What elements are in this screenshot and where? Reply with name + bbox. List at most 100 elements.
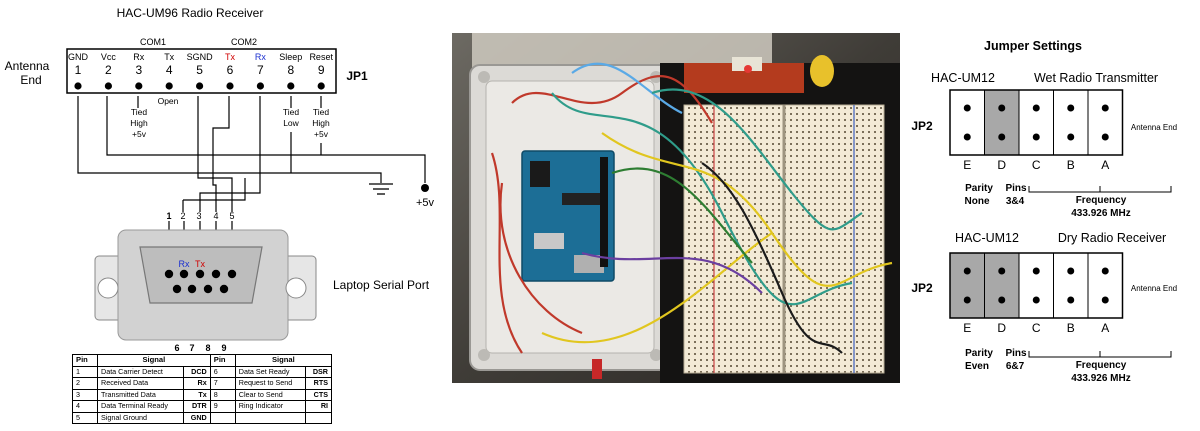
db9-pin <box>164 269 174 279</box>
table-cell-sig1: Data Terminal Ready <box>96 400 185 413</box>
db9-pins <box>164 269 237 294</box>
receiver-parity-label: Parity <box>965 348 993 359</box>
col-signal: Signal <box>97 354 211 367</box>
jumper-column-label: C <box>1032 321 1041 335</box>
jp1-pin-number: 2 <box>105 63 112 77</box>
receiver-model: HAC-UM12 <box>955 231 1019 245</box>
jp1-pin-number: 5 <box>196 63 203 77</box>
receiver-antenna-end: Antenna End <box>1131 284 1177 293</box>
jp1-pin-name: Rx <box>255 52 266 62</box>
jp1-pin-dot <box>256 82 264 90</box>
jumper-settings-title: Jumper Settings <box>984 39 1082 53</box>
db9-top-numbers: 1 <box>166 211 171 221</box>
receiver-freq-bracket <box>1028 351 1172 358</box>
jp1-pin-dot <box>287 82 295 90</box>
jp1-pin-number: 4 <box>166 63 173 77</box>
transmitter-pins-value: 3&4 <box>1006 196 1025 207</box>
jumper-pin <box>1032 267 1040 275</box>
wire-number: 3 <box>196 211 201 221</box>
transmitter-pins-label: Pins <box>1005 183 1027 194</box>
table-cell-abbr2: RI <box>305 400 332 413</box>
jumper-pin <box>1032 104 1040 112</box>
pin9-note-line3: +5v <box>314 129 329 139</box>
table-cell-abbr1: DTR <box>183 400 211 413</box>
jp1-pin-name: Tx <box>225 52 235 62</box>
arduino-board <box>521 150 615 282</box>
jumper-block-frame <box>949 252 1124 319</box>
radio-receiver-schematic: HAC-UM96 Radio Receiver Antenna End COM1… <box>5 6 435 353</box>
jumper-pin <box>963 296 971 304</box>
col-signal: Signal <box>234 354 333 367</box>
jumper-pin <box>998 267 1006 275</box>
col-pin: Pin <box>209 354 236 367</box>
supply-terminal <box>421 184 429 192</box>
table-cell-sig1: Transmitted Data <box>96 388 185 401</box>
db9-connector <box>94 229 317 341</box>
table-cell-pin1: 2 <box>72 377 98 390</box>
table-cell-sig2 <box>234 411 307 424</box>
receiver-pins-label: Pins <box>1005 348 1027 359</box>
receiver-pins-value: 6&7 <box>1006 361 1025 372</box>
supply-label: +5v <box>416 197 435 209</box>
receiver-freq-label: Frequency <box>1076 360 1127 371</box>
jp1-pin-number: 8 <box>287 63 294 77</box>
jumper-pin <box>1032 296 1040 304</box>
table-header-row: Pin Signal Pin Signal <box>72 354 333 367</box>
pin3-note-line3: +5v <box>132 129 147 139</box>
jumper-column-label: B <box>1067 158 1075 172</box>
jp1-pin-name: Tx <box>164 52 174 62</box>
table-cell-abbr2: CTS <box>305 388 332 401</box>
table-cell-sig1: Data Carrier Detect <box>96 365 185 378</box>
transmitter-parity-label: Parity <box>965 183 993 194</box>
jumper-column-d <box>984 89 1020 156</box>
db9-pin <box>179 269 189 279</box>
jumper-column-b <box>1053 89 1089 156</box>
jp1-pin-number: 9 <box>318 63 325 77</box>
table-cell-pin1: 1 <box>72 365 98 378</box>
jp1-pin-name: Sleep <box>279 52 302 62</box>
db9-pin-number: 6 <box>174 343 179 353</box>
transmitter-freq-value: 433.926 MHz <box>1071 208 1130 219</box>
capacitor <box>810 55 834 87</box>
breadboard-photo <box>452 33 900 383</box>
antenna-label-line1: Antenna <box>5 59 50 73</box>
breadboard-illustration <box>452 33 900 383</box>
jp1-pin-dot <box>165 82 173 90</box>
wire-number: 2 <box>180 211 185 221</box>
jp1-pin-number: 3 <box>135 63 142 77</box>
jumper-column-label: D <box>997 321 1006 335</box>
transmitter-antenna-end: Antenna End <box>1131 123 1177 132</box>
pin8-note-line1: Tied <box>283 107 299 117</box>
transmitter-parity-value: None <box>965 196 990 207</box>
jumper-column-e <box>949 252 985 319</box>
table-cell-pin1: 4 <box>72 400 98 413</box>
jumper-column-label: B <box>1067 321 1075 335</box>
jumper-pin <box>1067 104 1075 112</box>
jumper-pin <box>1067 267 1075 275</box>
jumper-pin <box>963 133 971 141</box>
jp1-pin-name: Rx <box>133 52 144 62</box>
jumper-pin <box>998 104 1006 112</box>
db9-pin <box>211 269 221 279</box>
table-cell-abbr1: DCD <box>183 365 211 378</box>
breadboard <box>660 57 900 383</box>
jp1-header-box <box>66 48 337 94</box>
transmitter-desc: Wet Radio Transmitter <box>1034 71 1158 85</box>
com2-label: COM2 <box>231 37 257 47</box>
table-cell-pin1: 5 <box>72 411 98 424</box>
col-pin: Pin <box>72 354 98 367</box>
table-cell-sig2: Ring Indicator <box>234 400 307 413</box>
table-cell-sig2: Request to Send <box>234 377 307 390</box>
jumper-pin <box>1067 296 1075 304</box>
jp1-pin-dot <box>104 82 112 90</box>
jumper-settings: Jumper Settings HAC-UM12 Wet Radio Trans… <box>911 39 1177 384</box>
db9-pin-number: 7 <box>189 343 194 353</box>
db9-pin-number: 1 <box>166 211 171 221</box>
jumper-pin <box>963 267 971 275</box>
com1-label: COM1 <box>140 37 166 47</box>
db9-bottom-numbers: 6 7 8 9 <box>174 343 226 353</box>
